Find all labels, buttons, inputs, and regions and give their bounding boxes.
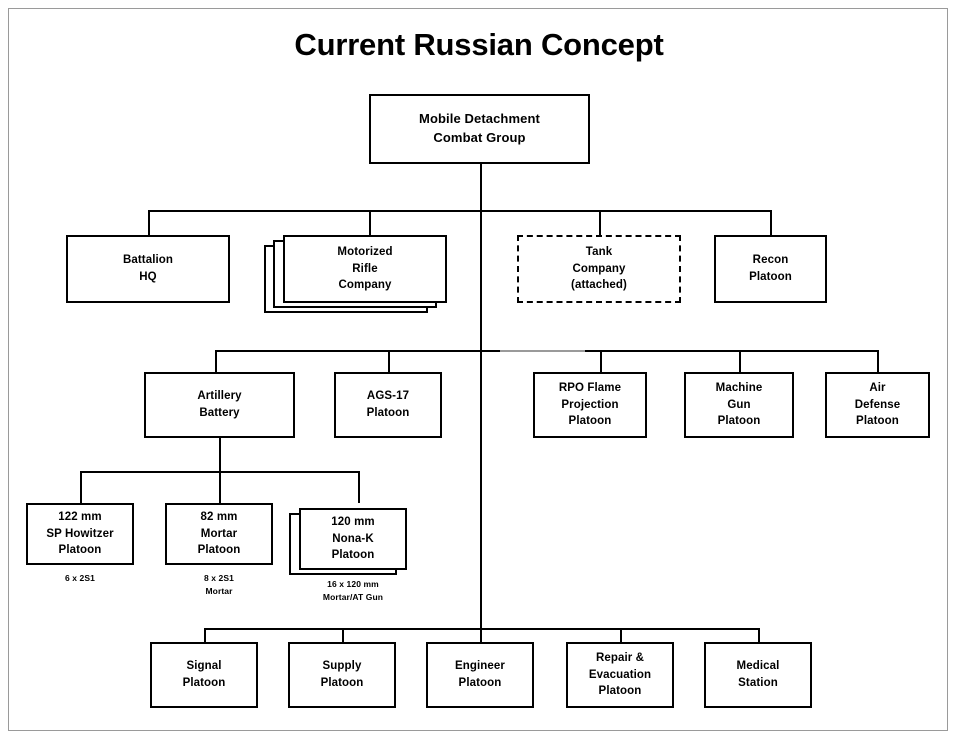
connector-drop-rpo-flame xyxy=(600,350,602,372)
node-ags-17-platoon-line2: Platoon xyxy=(366,407,410,419)
connector-tier2-bus-left xyxy=(215,350,500,352)
node-nona-k-line1: 120 mm xyxy=(331,515,375,528)
node-air-defense-platoon[interactable]: Air Defense Platoon xyxy=(825,372,930,438)
connector-drop-motorized-rifle xyxy=(369,210,371,235)
node-nona-k-platoon[interactable]: 120 mm Nona-K Platoon xyxy=(299,508,407,570)
node-howitzer-line2: SP Howitzer xyxy=(46,527,114,540)
node-mortar-platoon[interactable]: 82 mm Mortar Platoon xyxy=(165,503,273,565)
node-mortar-line1: 82 mm xyxy=(200,510,238,523)
caption-mortar-line1: 8 x 2S1 xyxy=(203,573,234,583)
caption-nona-k-platoon: 16 x 120 mm Mortar/AT Gun xyxy=(289,578,417,604)
node-rpo-flame-projection-platoon[interactable]: RPO Flame Projection Platoon xyxy=(533,372,647,438)
connector-tier1-bus xyxy=(148,210,770,212)
connector-drop-repair-platoon xyxy=(620,628,622,642)
connector-artillery-stem xyxy=(219,438,221,471)
connector-root-stem xyxy=(480,164,482,210)
diagram-border xyxy=(8,8,948,731)
node-signal-line2: Platoon xyxy=(182,677,226,689)
node-repair-evacuation-platoon[interactable]: Repair & Evacuation Platoon xyxy=(566,642,674,708)
caption-mortar-line2: Mortar xyxy=(205,585,233,596)
node-rpo-flame-line3: Platoon xyxy=(568,415,612,428)
caption-nona-k-line2: Mortar/AT Gun xyxy=(322,591,384,602)
node-medical-station[interactable]: Medical Station xyxy=(704,642,812,708)
node-artillery-battery-line1: Artillery xyxy=(197,390,242,403)
page-title: Current Russian Concept xyxy=(294,27,664,62)
connector-drop-artillery-battery xyxy=(215,350,217,372)
node-engineer-platoon[interactable]: Engineer Platoon xyxy=(426,642,534,708)
connector-drop-recon-platoon xyxy=(770,210,772,235)
node-howitzer-platoon[interactable]: 122 mm SP Howitzer Platoon xyxy=(26,503,134,565)
connector-drop-supply-platoon xyxy=(342,628,344,642)
node-rpo-flame-line1: RPO Flame xyxy=(558,381,622,394)
node-battalion-hq[interactable]: Battalion HQ xyxy=(66,235,230,303)
node-machine-gun-platoon[interactable]: Machine Gun Platoon xyxy=(684,372,794,438)
node-repair-line1: Repair & xyxy=(595,651,645,664)
node-tank-company[interactable]: Tank Company (attached) xyxy=(517,235,681,303)
node-howitzer-line1: 122 mm xyxy=(58,510,102,523)
node-machine-gun-line1: Machine xyxy=(715,381,763,394)
node-recon-platoon[interactable]: Recon Platoon xyxy=(714,235,827,303)
node-mortar-line2: Mortar xyxy=(200,527,238,540)
connector-drop-nona-k-platoon xyxy=(358,471,360,503)
node-nona-k-line3: Platoon xyxy=(331,549,375,562)
node-repair-line2: Evacuation xyxy=(588,668,652,681)
node-battalion-hq-line2: HQ xyxy=(139,271,157,283)
node-motorized-rifle-company[interactable]: Motorized Rifle Company xyxy=(283,235,447,303)
node-tank-company-line1: Tank xyxy=(585,245,613,258)
node-artillery-battery-line2: Battery xyxy=(199,407,240,419)
node-motorized-rifle-company-line3: Company xyxy=(338,279,392,292)
node-artillery-battery[interactable]: Artillery Battery xyxy=(144,372,295,438)
caption-mortar-platoon: 8 x 2S1 Mortar xyxy=(165,572,273,598)
node-recon-platoon-line1: Recon xyxy=(752,254,789,267)
node-ags-17-platoon-line1: AGS-17 xyxy=(366,390,410,403)
connector-drop-engineer-platoon xyxy=(480,628,482,642)
connector-drop-tank-company xyxy=(599,210,601,235)
node-mobile-detachment-line2: Combat Group xyxy=(433,130,526,145)
node-machine-gun-line3: Platoon xyxy=(717,415,761,428)
node-air-defense-line3: Platoon xyxy=(856,415,899,428)
node-engineer-line1: Engineer xyxy=(454,660,505,673)
node-motorized-rifle-company-line2: Rifle xyxy=(352,262,378,275)
node-machine-gun-line2: Gun xyxy=(727,398,751,411)
node-rpo-flame-line2: Projection xyxy=(561,398,619,411)
connector-drop-ags-17 xyxy=(388,350,390,372)
node-supply-platoon[interactable]: Supply Platoon xyxy=(288,642,396,708)
node-air-defense-line1: Air xyxy=(869,381,886,394)
node-medical-line2: Station xyxy=(738,677,778,689)
node-engineer-line2: Platoon xyxy=(458,677,502,689)
node-mobile-detachment[interactable]: Mobile Detachment Combat Group xyxy=(369,94,590,164)
node-recon-platoon-line2: Platoon xyxy=(749,271,792,283)
node-battalion-hq-line1: Battalion xyxy=(122,254,174,267)
connector-drop-mortar-platoon xyxy=(219,471,221,503)
node-medical-line1: Medical xyxy=(736,660,780,673)
connector-drop-howitzer-platoon xyxy=(80,471,82,503)
node-howitzer-line3: Platoon xyxy=(58,544,102,557)
connector-drop-medical-station xyxy=(758,628,760,642)
node-mobile-detachment-line1: Mobile Detachment xyxy=(419,111,540,127)
node-signal-platoon[interactable]: Signal Platoon xyxy=(150,642,258,708)
connector-drop-signal-platoon xyxy=(204,628,206,642)
caption-howitzer-line1: 6 x 2S1 xyxy=(64,573,95,583)
connector-central-spine xyxy=(480,210,482,628)
node-nona-k-line2: Nona-K xyxy=(332,532,374,545)
node-supply-line1: Supply xyxy=(322,660,362,673)
node-air-defense-line2: Defense xyxy=(854,398,901,411)
connector-drop-battalion-hq xyxy=(148,210,150,235)
connector-tier2-bus-right xyxy=(585,350,877,352)
node-mortar-line3: Platoon xyxy=(197,544,241,557)
caption-nona-k-line1: 16 x 120 mm xyxy=(327,579,379,589)
connector-drop-air-defense xyxy=(877,350,879,372)
node-supply-line2: Platoon xyxy=(320,677,364,689)
node-motorized-rifle-company-line1: Motorized xyxy=(337,245,393,258)
node-tank-company-line3: (attached) xyxy=(571,279,627,292)
node-repair-line3: Platoon xyxy=(598,685,642,698)
node-tank-company-line2: Company xyxy=(572,262,626,275)
connector-tier2-bus-gap xyxy=(500,350,585,352)
node-signal-line1: Signal xyxy=(186,660,222,673)
node-ags-17-platoon[interactable]: AGS-17 Platoon xyxy=(334,372,442,438)
connector-drop-machine-gun xyxy=(739,350,741,372)
caption-howitzer-platoon: 6 x 2S1 xyxy=(26,572,134,585)
